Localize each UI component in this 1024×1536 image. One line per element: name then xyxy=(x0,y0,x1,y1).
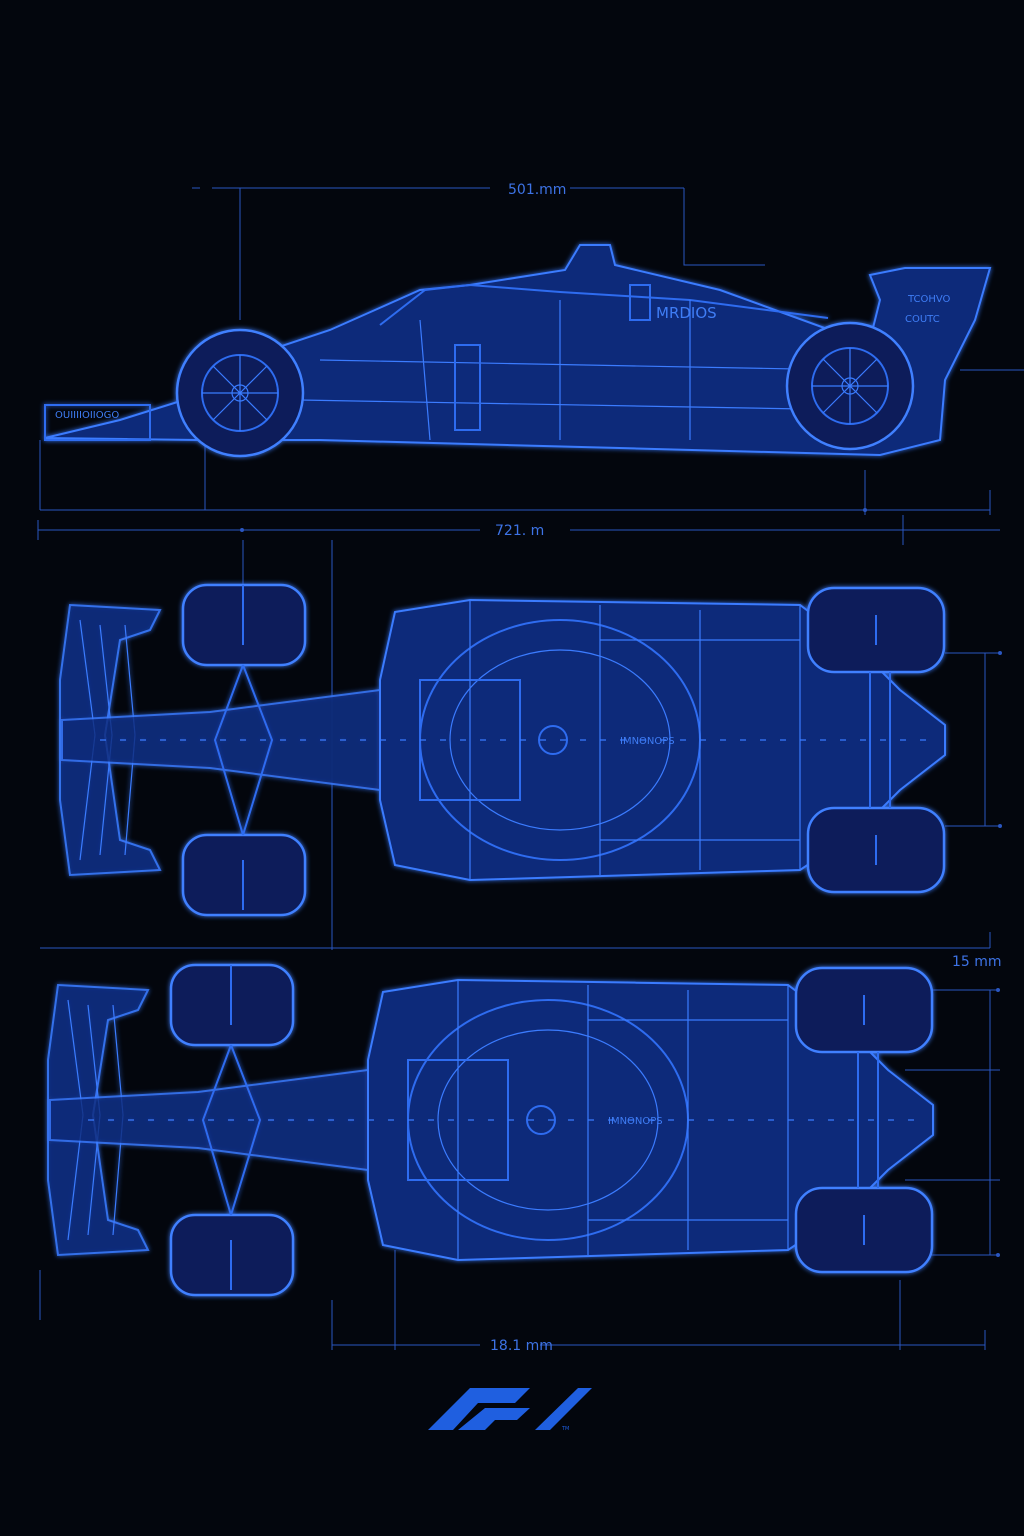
rear-wing-label-1: TCOHVO xyxy=(907,294,951,305)
front-wing-label: OUIIIIOIIOGO xyxy=(55,410,119,421)
logo-trademark: TM xyxy=(561,1426,569,1432)
dim-bottom-length: 18.1 mm xyxy=(490,1338,553,1354)
top-view-car xyxy=(58,583,947,917)
dim-overall-length: 721. m xyxy=(495,523,544,539)
dim-top-length: 501.mm xyxy=(508,182,566,198)
top-engine-label: IMNONOPS xyxy=(620,736,675,747)
bottom-view-car xyxy=(46,963,935,1297)
dim-track-width: 15 mm xyxy=(952,954,1002,970)
rear-wing-label-2: COUTC xyxy=(905,314,940,325)
sidepod-label: MRDIOS xyxy=(656,304,717,322)
side-view-car xyxy=(44,244,992,458)
bottom-engine-label: IMNONOPS xyxy=(608,1116,663,1127)
f1-logo: TM xyxy=(428,1388,592,1432)
